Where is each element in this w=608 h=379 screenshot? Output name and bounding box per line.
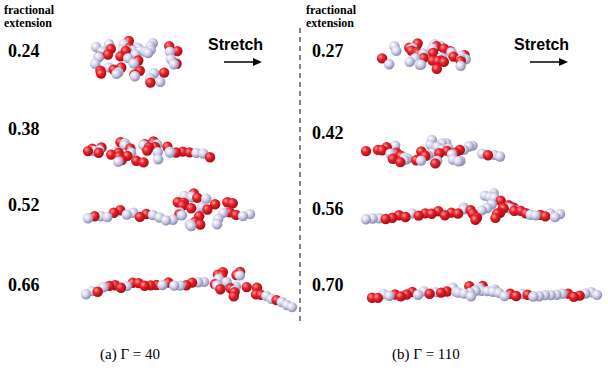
extension-value: 0.52 [8,196,40,216]
bead [361,146,371,156]
extension-value: 0.27 [312,42,344,62]
bead [528,291,538,301]
divider-line [299,28,300,322]
bead [490,213,500,223]
bead [242,282,252,292]
bead [111,69,121,79]
extension-value: 0.70 [312,276,344,296]
bead [395,157,405,167]
bead [177,210,187,220]
bead [427,209,437,219]
bead [396,291,406,301]
bead [391,46,401,56]
bead [169,59,179,69]
extension-value: 0.42 [312,124,344,144]
bead [157,280,167,290]
bead [116,283,126,293]
extension-value: 0.24 [8,42,40,62]
bead [430,158,440,168]
stretch-label: Stretch [514,36,569,54]
bead [453,208,463,218]
bead [361,214,371,224]
axis-heading: fractional extension [306,4,368,29]
bead [550,212,560,222]
bead [229,291,239,301]
bead [381,214,391,224]
bead [530,210,540,220]
bead [466,291,476,301]
stretch-arrow [224,58,262,66]
bead [83,146,93,156]
bead [413,210,423,220]
bead [102,212,112,222]
bead [202,204,212,214]
bead [456,61,466,71]
polymer-chains [81,36,602,313]
bead [138,157,148,167]
extension-value: 0.66 [8,276,40,296]
bead [432,64,442,74]
bead [424,289,434,299]
bead [400,212,410,222]
bead [130,71,140,81]
bead [153,154,163,164]
bead [436,287,446,297]
bead [83,213,93,223]
bead [540,211,550,221]
bead [511,291,521,301]
bead [592,290,602,300]
bead [212,219,222,229]
bead [122,209,132,219]
extension-value: 0.56 [312,200,344,220]
bead [440,210,450,220]
bead [159,67,169,77]
bead [453,156,463,166]
bead [139,281,149,291]
bead [192,193,202,203]
bead [569,292,579,302]
bead [384,59,394,69]
panel-caption: (b) Γ = 110 [392,346,460,363]
bead [169,280,179,290]
extension-value: 0.38 [8,120,40,140]
bead [81,289,91,299]
bead [165,147,175,157]
bead [195,219,205,229]
bead [93,287,103,297]
panel-caption: (a) Γ = 40 [100,346,160,363]
bead [96,68,106,78]
bead [384,291,394,301]
bead [499,291,509,301]
bead [161,215,171,225]
bead [205,152,215,162]
bead [287,302,297,312]
bead [145,77,155,87]
bead [143,48,153,58]
stretch-label: Stretch [208,36,263,54]
bead [94,148,104,158]
bead [238,211,248,221]
bead [416,59,426,69]
bead [495,151,505,161]
bead [215,284,225,294]
bead [483,150,493,160]
bead [470,215,480,225]
bead [186,221,196,231]
axis-heading: fractional extension [4,4,66,29]
bead [228,198,238,208]
bead [186,203,196,213]
bead [113,157,123,167]
bead [413,290,423,300]
bead [103,49,113,59]
bead [135,212,145,222]
bead [142,145,152,155]
bead [404,57,414,67]
bead [416,155,426,165]
bead [373,293,383,303]
bead [155,77,165,87]
stretch-arrow [530,58,568,66]
bead [235,270,245,280]
